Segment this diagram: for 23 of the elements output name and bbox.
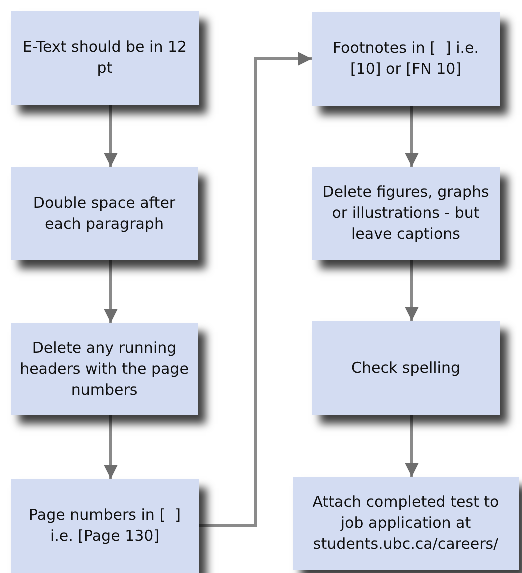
process-box (312, 12, 500, 106)
step-text: E-Text should be in 12 pt (22, 37, 188, 79)
process-box (11, 479, 199, 573)
step-text: Double space after each paragraph (32, 192, 177, 234)
step-text: Delete any running headers with the page numbers (20, 338, 190, 400)
step-text: Footnotes in [ ] i.e. [10] or [FN 10] (332, 38, 480, 80)
arrow (104, 260, 118, 323)
process-box (11, 323, 198, 415)
process-box (11, 167, 198, 260)
step-text: Delete figures, graphs or illustrations - but leave captions (322, 182, 490, 245)
arrow (104, 415, 118, 479)
arrow (104, 105, 118, 167)
arrow (405, 415, 419, 477)
step-text: Attach completed test to job application at students.ubc.ca/careers/ (312, 492, 500, 555)
arrow (405, 106, 419, 167)
process-box (293, 477, 519, 570)
process-box (312, 167, 500, 260)
arrow (405, 260, 419, 321)
process-box (11, 11, 199, 105)
step-text: Check spelling (351, 358, 460, 378)
arrow (199, 52, 312, 528)
step-text: Page numbers in [ ] i.e. [Page 130] (28, 505, 182, 547)
process-box (312, 321, 500, 415)
